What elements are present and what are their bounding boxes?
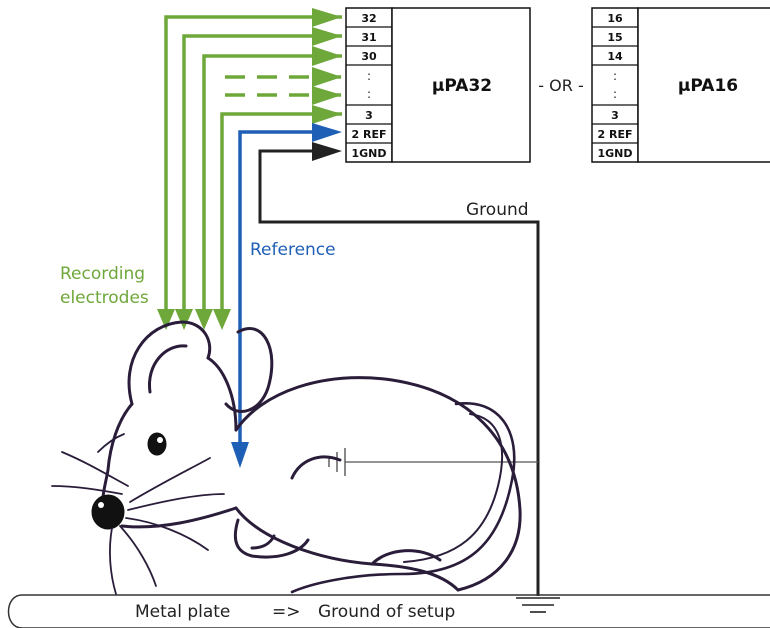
mouse-whiskers xyxy=(51,433,225,595)
upa16-pin-gnd: 1GND xyxy=(597,147,632,160)
mouse-head xyxy=(206,356,238,432)
amplifier-upa16: 16 15 14 : : 3 2 REF 1GND µPA16 xyxy=(591,7,770,163)
arrowhead-dash-1 xyxy=(312,67,342,87)
recording-label-line1: Recording xyxy=(60,264,145,284)
upa32-pin-ellipsis: : xyxy=(367,69,371,83)
metal-plate: Metal plate => Ground of setup xyxy=(7,594,770,628)
upa32-pin-ref: 2 REF xyxy=(352,128,387,141)
upa16-pin-15: 15 xyxy=(607,31,622,44)
mouse-nose-highlight xyxy=(98,502,104,508)
mouse-tail xyxy=(290,401,516,594)
arrowhead-pin-32 xyxy=(312,8,342,27)
mouse-haunch xyxy=(290,455,342,480)
upa32-pin-gnd: 1GND xyxy=(351,147,386,160)
upa32-pin-ellipsis-2: : xyxy=(367,87,371,101)
mouse-ear-back xyxy=(224,327,274,413)
upa16-pin-ellipsis-2: : xyxy=(613,87,617,101)
ground-symbol xyxy=(516,597,560,613)
mouse-eye-highlight xyxy=(157,437,163,443)
upa16-pin-16: 16 xyxy=(607,12,623,25)
arrowhead-pin-31 xyxy=(312,27,342,46)
reference-label: Reference xyxy=(250,240,336,260)
electrode-ground-symbol xyxy=(328,448,346,476)
electrode-wire-32 xyxy=(164,15,342,312)
reference-wire xyxy=(231,123,342,468)
recording-electrode-wires xyxy=(164,15,342,312)
ground-wire xyxy=(258,142,560,613)
electrode-wire-3 xyxy=(220,112,342,312)
upa32-pin-32: 32 xyxy=(361,12,376,25)
mouse-eye xyxy=(147,432,167,456)
plate-label-left: Metal plate xyxy=(135,602,230,622)
upa32-pin-3: 3 xyxy=(365,109,373,122)
upa16-pin-ref: 2 REF xyxy=(598,128,633,141)
upa16-pin-3: 3 xyxy=(611,109,619,122)
amplifier-upa32: 32 31 30 : : 3 2 REF 1GND µPA32 xyxy=(345,7,531,163)
upa32-pin-30: 30 xyxy=(361,50,377,63)
plate-label-right: Ground of setup xyxy=(318,602,455,622)
or-label: - OR - xyxy=(538,76,583,95)
ground-arrowhead-gnd-pin xyxy=(312,142,342,161)
mouse-ear-front xyxy=(127,320,212,406)
upa16-title: µPA16 xyxy=(678,76,738,96)
mouse-tail-inner xyxy=(403,413,504,563)
electrode-wire-30 xyxy=(202,54,342,312)
mouse-back xyxy=(234,376,522,592)
ground-label: Ground xyxy=(466,200,529,220)
plate-label-arrow: => xyxy=(272,602,301,622)
mouse-front-leg xyxy=(233,518,310,559)
reference-arrowhead-ref-pin xyxy=(312,123,342,142)
mouse-chin xyxy=(120,506,238,529)
upa32-title: µPA32 xyxy=(432,76,492,96)
mouse-ear-front-inner xyxy=(148,344,188,394)
mouse-front-paw xyxy=(250,534,276,550)
upa16-pin-14: 14 xyxy=(607,50,623,63)
upa32-pin-31: 31 xyxy=(361,31,376,44)
upa16-pin-ellipsis: : xyxy=(613,69,617,83)
recording-arrowheads-top xyxy=(312,8,342,124)
arrowhead-pin-30 xyxy=(312,46,342,66)
mouse-illustration xyxy=(51,320,522,595)
mouse-nose xyxy=(91,494,125,530)
arrowhead-pin-3 xyxy=(312,105,342,124)
electrode-wire-31 xyxy=(182,34,342,312)
arrowhead-dash-2 xyxy=(312,86,342,105)
reference-arrowhead-down xyxy=(231,442,249,468)
mouse-belly xyxy=(234,506,460,592)
recording-label-line2: electrodes xyxy=(60,288,149,308)
recording-arrowheads-bottom xyxy=(157,309,231,330)
